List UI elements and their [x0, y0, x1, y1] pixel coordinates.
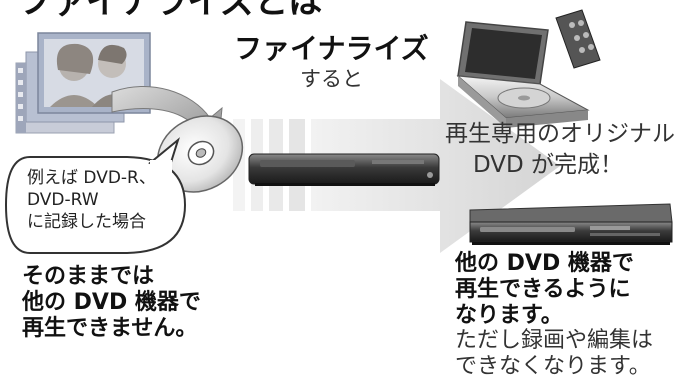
bubble-line: に記録した場合: [27, 211, 146, 232]
finalize-subtext: すると: [300, 67, 363, 91]
finalized-caveat: ただし録画や編集は できなくなります。: [455, 328, 653, 380]
note-line: 再生できるように: [455, 277, 631, 303]
remote-control-icon: [555, 9, 601, 69]
unfinalized-note: そのままでは 他の DVD 機器で 再生できません。: [22, 264, 201, 343]
bubble-line: 例えば DVD-R、: [27, 168, 156, 188]
note-line: 他の DVD 機器で: [22, 290, 201, 316]
bubble-line: DVD-RW: [27, 189, 99, 210]
dvd-recorder-icon: [248, 153, 440, 186]
caveat-line: ただし録画や編集は: [455, 328, 654, 353]
video-stack-icon: [15, 32, 151, 134]
dvd-disc-icon: [156, 115, 244, 193]
note-line: 再生できません。: [22, 316, 198, 342]
caveat-line: できなくなります。: [455, 354, 651, 380]
note-line: なります。: [455, 303, 563, 329]
result-caption-line-1: 再生専用のオリジナル: [445, 121, 675, 147]
result-caption-line-2: DVD が完成！: [473, 152, 624, 178]
dvd-player-icon: [469, 203, 673, 245]
finalize-label: ファイナライズ: [234, 32, 429, 65]
note-line: 他の DVD 機器で: [455, 251, 634, 276]
note-line: そのままでは: [22, 264, 155, 289]
speech-bubble: [4, 137, 187, 254]
portable-dvd-player-icon: [456, 21, 590, 128]
speech-bubble-text: 例えば DVD-R、 DVD-RW に記録した場合: [27, 168, 156, 233]
finalized-note: 他の DVD 機器で 再生できるように なります。: [455, 251, 634, 330]
page-title: ファイナライズとは: [18, 0, 323, 22]
